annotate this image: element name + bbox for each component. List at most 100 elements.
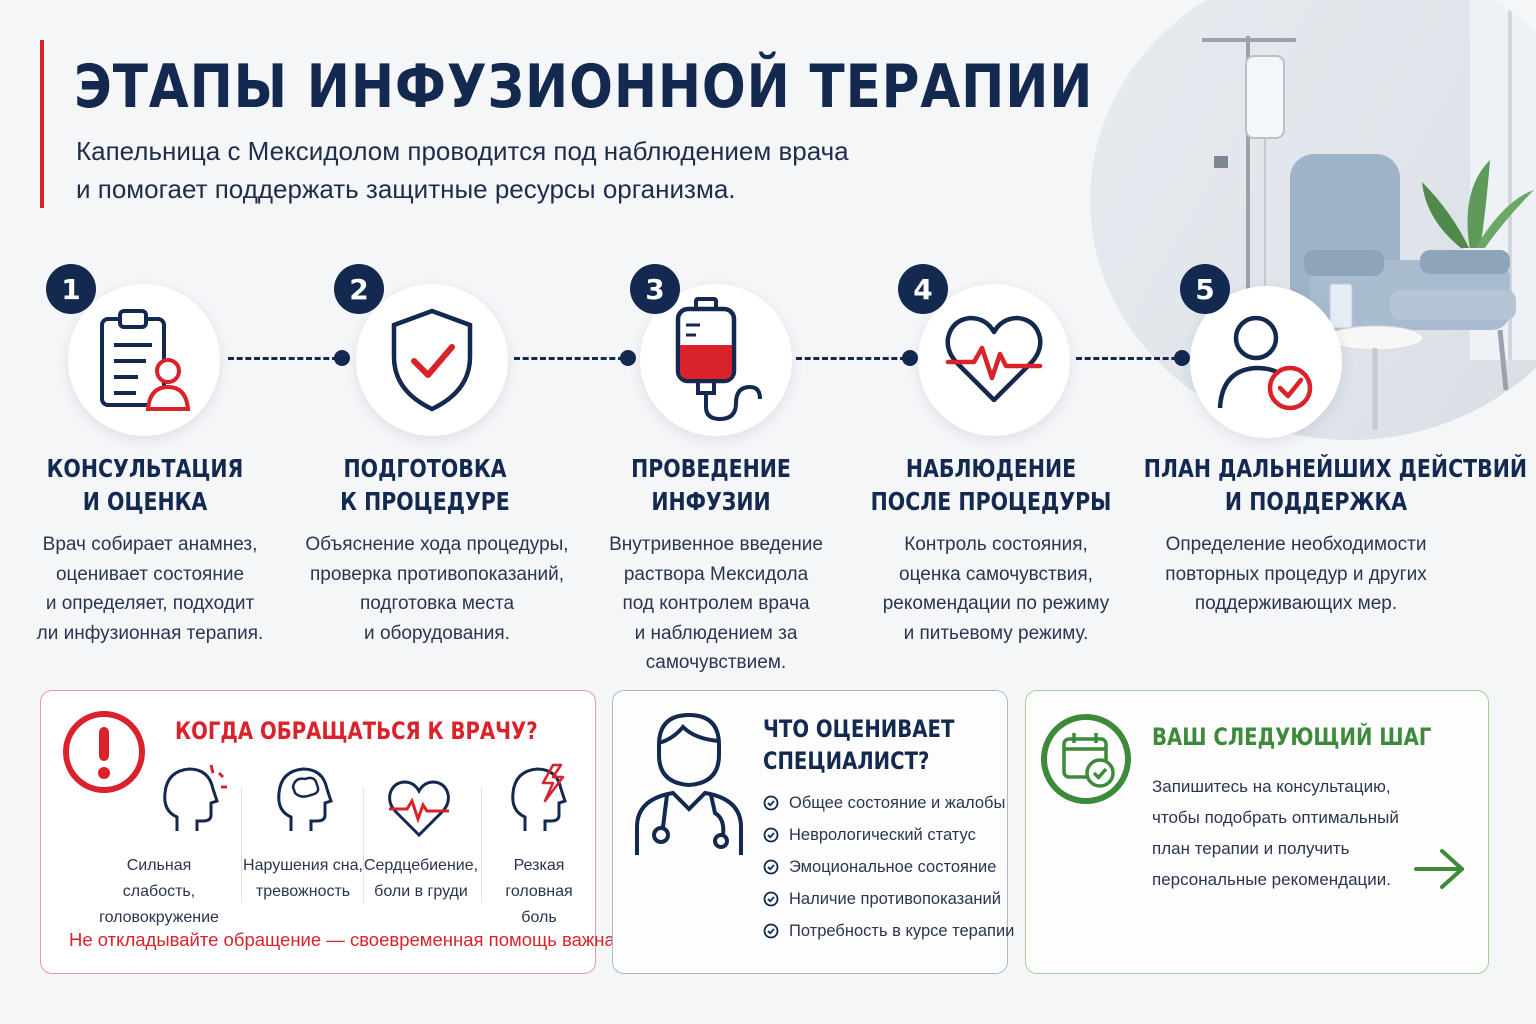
desc-line: Объяснение хода процедуры,	[305, 534, 569, 555]
timeline-connector	[228, 357, 338, 360]
calendar-check-icon	[1041, 714, 1131, 804]
symptom-label: Резкая головная боль	[479, 853, 599, 931]
step-title-line: К ПРОЦЕДУРЕ	[340, 487, 510, 516]
symptom-line: Нарушения сна,	[243, 857, 363, 874]
doctor-card-title: КОГДА ОБРАЩАТЬСЯ К ВРАЧУ?	[175, 717, 538, 745]
desc-line: Врач собирает анамнез,	[42, 534, 258, 555]
checklist-item: Наличие противопоказаний	[763, 883, 1014, 915]
next-step-line: чтобы подобрать оптимальный	[1152, 808, 1399, 827]
symptom-line: Резкая головная	[505, 857, 573, 900]
specialist-card: ЧТО ОЦЕНИВАЕТ СПЕЦИАЛИСТ? Общее состояни…	[612, 690, 1014, 974]
symptom-line: тревожность	[255, 883, 351, 900]
head-brain-icon	[277, 767, 333, 831]
check-circle-icon	[763, 827, 779, 843]
step-title-line: ПЛАН ДАЛЬНЕЙШИХ ДЕЙСТВИЙ	[1143, 454, 1528, 483]
symptom-line: боль	[521, 909, 557, 926]
checklist-text: Неврологический статус	[789, 825, 976, 844]
checklist-item: Эмоциональное состояние	[763, 851, 1014, 883]
desc-line: и питьевому режиму.	[903, 622, 1089, 644]
desc-line: Контроль состояния,	[904, 534, 1088, 555]
doctor-icon	[635, 712, 743, 855]
desc-line: Внутривенное введение	[609, 534, 823, 555]
step-3-title: ПРОВЕДЕНИЕ ИНФУЗИИ	[592, 452, 830, 518]
check-circle-icon	[763, 795, 779, 811]
subtitle-line: и помогает поддержать защитные ресурсы о…	[76, 174, 736, 204]
checklist-text: Наличие противопоказаний	[789, 889, 1001, 908]
symptom-label: Сильная слабость, головокружение	[99, 853, 219, 931]
iv-bag-icon	[675, 297, 762, 422]
symptom-line: Сильная слабость,	[122, 857, 196, 900]
symptom-line: Сердцебиение,	[363, 857, 479, 874]
symptom-divider	[241, 787, 242, 903]
next-step-text: Запишитесь на консультацию, чтобы подобр…	[1152, 771, 1452, 895]
step-2-description: Объяснение хода процедуры, проверка прот…	[292, 530, 582, 648]
next-step-line: персональные рекомендации.	[1152, 870, 1392, 889]
desc-line: подготовка места	[359, 593, 515, 614]
timeline-dot	[902, 350, 918, 366]
checklist-text: Эмоциональное состояние	[789, 857, 997, 876]
checklist-text: Общее состояние и жалобы	[789, 793, 1006, 812]
heart-pulse-icon	[388, 780, 450, 838]
head-weakness-icon	[163, 764, 227, 831]
step-2-title: ПОДГОТОВКА К ПРОЦЕДУРЕ	[306, 452, 544, 518]
desc-line: рекомендации по режиму	[882, 593, 1110, 614]
desc-line: под контролем врача	[622, 593, 810, 614]
clinic-illustration	[1202, 0, 1536, 430]
check-circle-icon	[763, 891, 779, 907]
desc-line: оценка самочувствия,	[899, 563, 1093, 585]
specialist-title-line: СПЕЦИАЛИСТ?	[763, 747, 930, 775]
desc-line: повторных процедур и других	[1165, 563, 1427, 585]
arrow-right-icon[interactable]	[1412, 847, 1468, 891]
shield-check-icon	[391, 308, 473, 412]
timeline-connector	[796, 357, 906, 360]
specialist-card-title: ЧТО ОЦЕНИВАЕТ СПЕЦИАЛИСТ?	[763, 713, 954, 777]
desc-line: раствора Мексидола	[623, 563, 809, 585]
step-title-line: КОНСУЛЬТАЦИЯ	[46, 454, 244, 483]
step-1-number: 1	[46, 264, 96, 314]
iv-bag-illustration	[1245, 55, 1285, 139]
checklist-item: Неврологический статус	[763, 819, 1014, 851]
step-title-line: ПРОВЕДЕНИЕ	[631, 454, 791, 483]
timeline-dot	[334, 350, 350, 366]
step-title-line: И ОЦЕНКА	[82, 487, 208, 516]
timeline-connector	[1076, 357, 1186, 360]
step-title-line: ПОСЛЕ ПРОЦЕДУРЫ	[870, 487, 1112, 516]
step-1-title: КОНСУЛЬТАЦИЯ И ОЦЕНКА	[26, 452, 264, 518]
desc-line: и оборудования.	[364, 622, 510, 644]
desc-line: поддерживающих мер.	[1194, 593, 1398, 614]
next-step-title: ВАШ СЛЕДУЮЩИЙ ШАГ	[1152, 723, 1432, 751]
specialist-checklist: Общее состояние и жалобы Неврологический…	[763, 787, 1014, 947]
next-step-line: Запишитесь на консультацию,	[1152, 777, 1391, 796]
checklist-item: Общее состояние и жалобы	[763, 787, 1014, 819]
step-1-description: Врач собирает анамнез, оценивает состоян…	[20, 530, 280, 648]
step-title-line: НАБЛЮДЕНИЕ	[905, 454, 1077, 483]
desc-line: проверка противопоказаний,	[310, 563, 564, 585]
step-1-circle	[68, 284, 220, 436]
step-title-line: ПОДГОТОВКА	[343, 454, 507, 483]
title-accent-bar	[40, 40, 44, 208]
symptom-label: Сердцебиение, боли в груди	[361, 853, 481, 905]
timeline-connector	[514, 357, 624, 360]
symptom-divider	[363, 787, 364, 903]
desc-line: оценивает состояние	[55, 563, 245, 585]
symptom-line: головокружение	[99, 909, 219, 926]
page-subtitle: Капельница с Мексидолом проводится под н…	[76, 132, 936, 208]
next-step-card[interactable]: ВАШ СЛЕДУЮЩИЙ ШАГ Запишитесь на консульт…	[1025, 690, 1489, 974]
timeline-dot	[620, 350, 636, 366]
symptom-divider	[481, 787, 482, 903]
heart-pulse-icon	[945, 315, 1043, 403]
step-2-circle	[356, 284, 508, 436]
step-3-description: Внутривенное введение раствора Мексидола…	[576, 530, 856, 678]
symptom-label: Нарушения сна, тревожность	[243, 853, 363, 905]
specialist-title-line: ЧТО ОЦЕНИВАЕТ	[763, 715, 955, 743]
step-4-number: 4	[898, 264, 948, 314]
check-circle-icon	[763, 923, 779, 939]
doctor-card-warning: Не откладывайте обращение — своевременна…	[69, 929, 620, 950]
exclamation-icon	[63, 711, 145, 793]
step-title-line: ИНФУЗИИ	[651, 487, 771, 516]
step-2-number: 2	[334, 264, 384, 314]
head-lightning-icon	[511, 763, 567, 831]
desc-line: ли инфузионная терапия.	[36, 622, 264, 644]
desc-line: Определение необходимости	[1165, 534, 1427, 555]
desc-line: и определяет, подходит	[45, 593, 255, 614]
